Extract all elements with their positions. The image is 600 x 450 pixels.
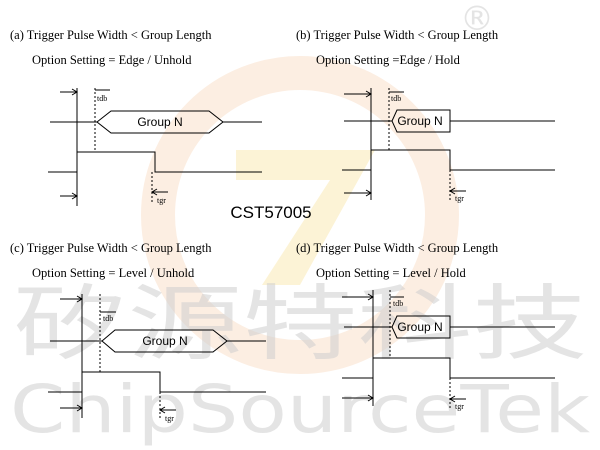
panel-c-option: Option Setting = Level / Unhold: [32, 266, 195, 280]
panel-b: (b) Trigger Pulse Width < Group Length O…: [296, 28, 555, 203]
panel-b-option: Option Setting =Edge / Hold: [316, 53, 461, 67]
center-part-label: CST57005: [230, 203, 311, 222]
panel-b-tgr-arrowhead: [449, 187, 456, 195]
english-watermark: ChipSourceTek: [10, 371, 591, 448]
panel-c-trigger-pulse: [48, 371, 266, 393]
panel-a-tgr-label: tgr: [157, 196, 166, 205]
panel-b-trigger-pulse: [342, 149, 555, 171]
panel-d-tdb-label: tdb: [393, 299, 403, 308]
panel-d-tgr-label: tgr: [455, 402, 464, 411]
panel-a-title: (a) Trigger Pulse Width < Group Length: [10, 28, 212, 42]
panel-d-trigger-pulse: [342, 357, 555, 379]
panel-d-tgr-arrowhead: [449, 395, 456, 403]
panel-d-title: (d) Trigger Pulse Width < Group Length: [296, 241, 499, 255]
panel-c: (c) Trigger Pulse Width < Group Length O…: [10, 241, 266, 423]
panel-c-tgr-label: tgr: [165, 414, 174, 423]
panel-c-group-label: Group N: [142, 334, 187, 348]
logo-watermark: ®: [141, 0, 494, 374]
watermark-chinese: 矽源特科技: [13, 277, 588, 372]
chinese-watermark: 矽源特科技: [13, 277, 588, 372]
panel-a-group-label: Group N: [137, 115, 182, 129]
panel-b-tdb-label: tdb: [391, 94, 401, 103]
panel-a-tgr-arrowhead: [151, 188, 158, 196]
panel-a-option: Option Setting = Edge / Unhold: [32, 53, 192, 67]
panel-d-group-label: Group N: [397, 320, 442, 334]
registered-mark: ®: [460, 0, 494, 39]
panel-c-tgr-arrowhead: [159, 406, 166, 414]
panel-d-option: Option Setting = Level / Hold: [316, 266, 466, 280]
panel-b-group-label: Group N: [397, 114, 442, 128]
panel-c-title: (c) Trigger Pulse Width < Group Length: [10, 241, 212, 255]
panel-a: (a) Trigger Pulse Width < Group Length O…: [10, 28, 262, 206]
panel-a-trigger-pulse: [48, 151, 262, 173]
panel-c-tdb-label: tdb: [103, 314, 113, 323]
panel-b-tgr-label: tgr: [455, 194, 464, 203]
panel-b-title: (b) Trigger Pulse Width < Group Length: [296, 28, 499, 42]
watermark-english: ChipSourceTek: [10, 371, 591, 448]
panel-a-tdb-label: tdb: [97, 94, 107, 103]
panel-d: (d) Trigger Pulse Width < Group Length O…: [296, 241, 555, 411]
